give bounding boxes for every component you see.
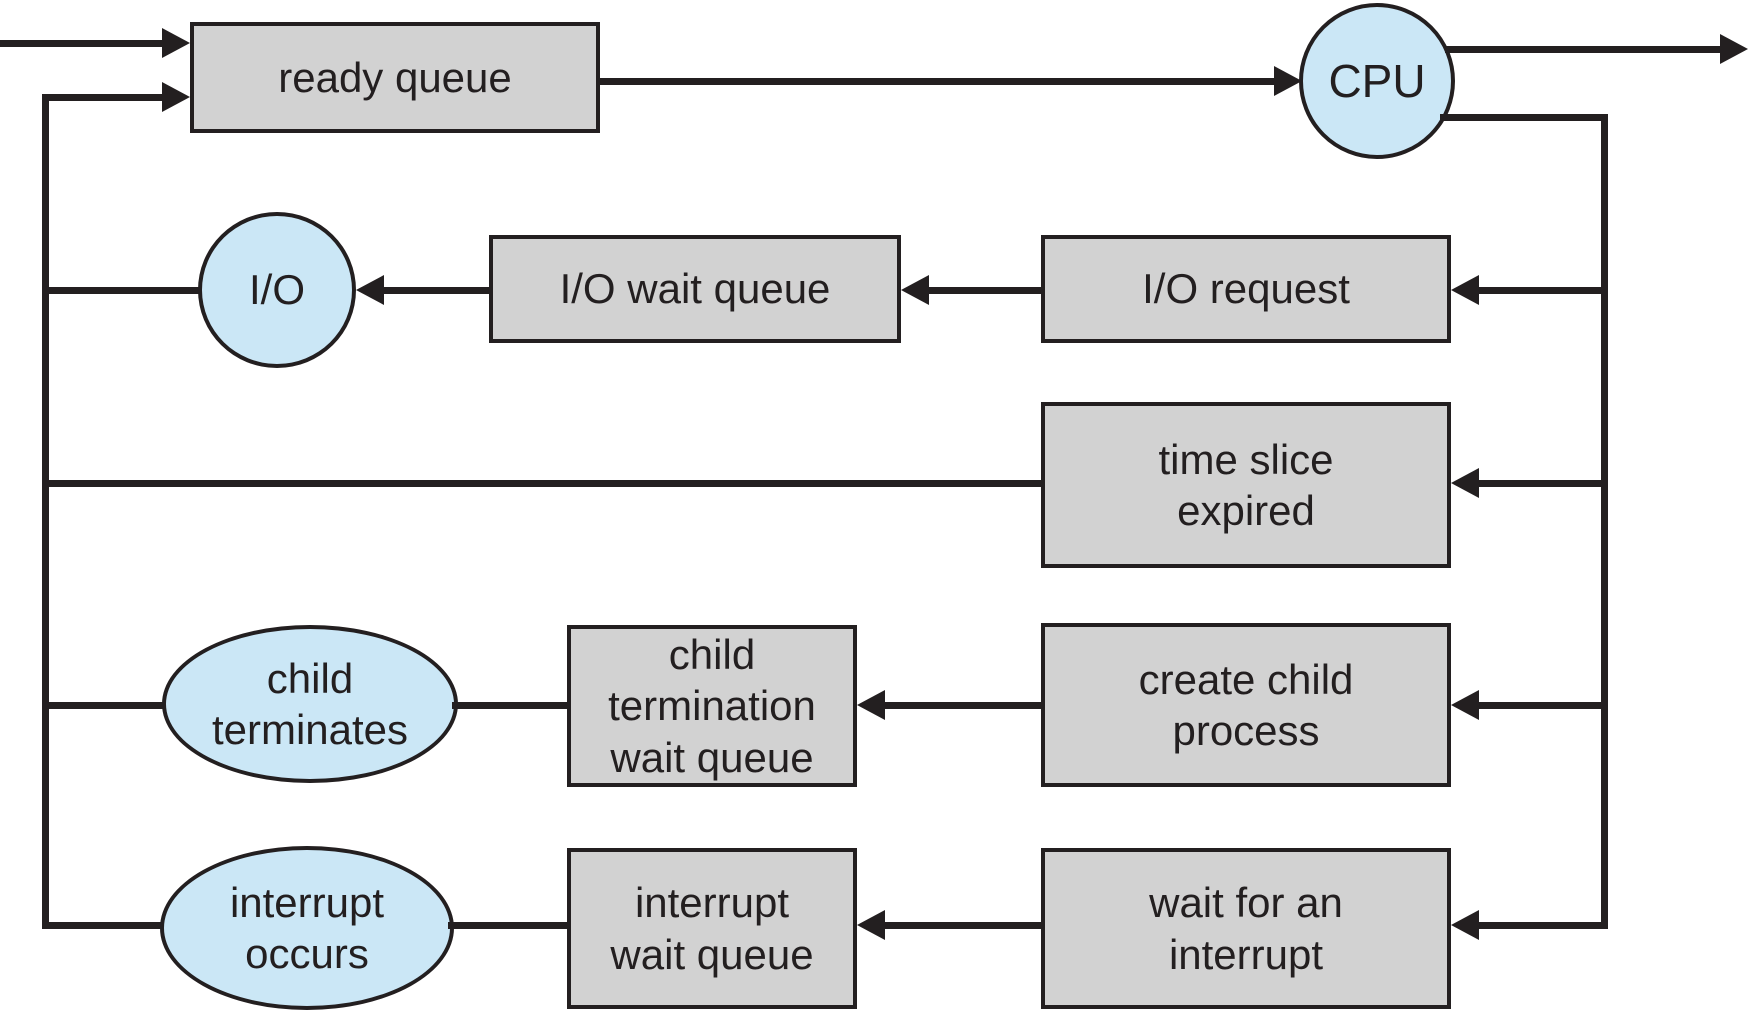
- flow-line-createchild-to-termqueue: [883, 702, 1043, 709]
- node-io-request: I/O request: [1041, 235, 1451, 343]
- arrowhead-icon: [1451, 468, 1479, 498]
- flow-line-iorequest-to-iowait: [927, 287, 1043, 294]
- arrowhead-icon: [857, 910, 885, 940]
- arrowhead-icon: [1451, 275, 1479, 305]
- flow-line-rail-to-timeslice: [1477, 480, 1608, 487]
- flow-line-rail-to-iorequest: [1477, 287, 1608, 294]
- node-time-slice-expired: time slice expired: [1041, 402, 1451, 568]
- flow-line-cpu-to-rail: [1440, 114, 1608, 121]
- flow-line-iowait-to-io: [382, 287, 490, 294]
- node-io: I/O: [198, 212, 356, 368]
- flow-line-cpu-exit: [1445, 46, 1720, 53]
- arrowhead-icon: [857, 690, 885, 720]
- flow-line-interrupt-to-rail: [42, 922, 164, 929]
- flow-line-rail-to-createchild: [1477, 702, 1608, 709]
- flow-line-feedback-to-ready: [42, 94, 162, 101]
- node-ready-queue: ready queue: [190, 22, 600, 133]
- right-distribution-rail: [1601, 114, 1608, 929]
- left-feedback-rail: [42, 94, 49, 929]
- flow-line-ready-to-cpu: [600, 78, 1274, 85]
- node-interrupt-wait-queue: interrupt wait queue: [567, 848, 857, 1009]
- flow-line-intqueue-to-ellipse: [448, 922, 570, 929]
- arrowhead-icon: [1451, 910, 1479, 940]
- arrowhead-icon: [356, 275, 384, 305]
- arrowhead-icon: [901, 275, 929, 305]
- arrowhead-icon: [162, 82, 190, 112]
- node-child-termination-wait-queue: child termination wait queue: [567, 625, 857, 787]
- node-child-terminates: child terminates: [162, 625, 458, 783]
- flow-line-waitint-to-intqueue: [883, 922, 1043, 929]
- node-create-child-process: create child process: [1041, 623, 1451, 787]
- node-wait-for-an-interrupt: wait for an interrupt: [1041, 848, 1451, 1009]
- node-interrupt-occurs: interrupt occurs: [160, 846, 454, 1010]
- flow-line-childterm-to-rail: [42, 702, 166, 709]
- flow-line-entry: [0, 40, 162, 47]
- flow-line-termqueue-to-ellipse: [452, 702, 570, 709]
- arrowhead-icon: [1274, 66, 1302, 96]
- node-io-wait-queue: I/O wait queue: [489, 235, 901, 343]
- arrowhead-icon: [1451, 690, 1479, 720]
- node-cpu: CPU: [1299, 3, 1455, 159]
- arrowhead-icon: [162, 28, 190, 58]
- arrowhead-icon: [1720, 34, 1748, 64]
- flow-line-timeslice-to-rail: [42, 480, 1046, 487]
- flow-line-rail-to-waitint: [1477, 922, 1608, 929]
- flow-line-io-to-rail: [42, 287, 202, 294]
